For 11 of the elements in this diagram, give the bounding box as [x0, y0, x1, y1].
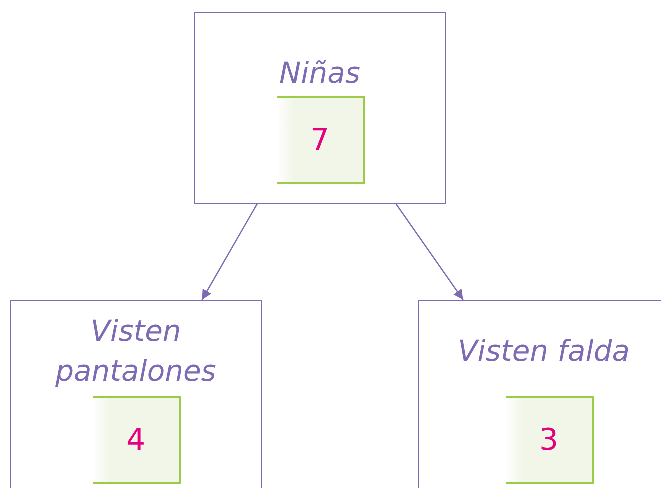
count-box: 4 — [93, 396, 181, 484]
category-box — [10, 300, 262, 488]
category-title: Niñas — [278, 55, 362, 92]
category-title: Visten pantalones — [54, 313, 218, 390]
category-title: Visten falda — [456, 333, 632, 370]
arrow — [396, 204, 464, 300]
count-box: 3 — [506, 396, 594, 484]
count-box: 7 — [277, 96, 365, 184]
category-box — [418, 300, 661, 488]
category-box — [194, 12, 446, 204]
arrow — [202, 204, 258, 300]
